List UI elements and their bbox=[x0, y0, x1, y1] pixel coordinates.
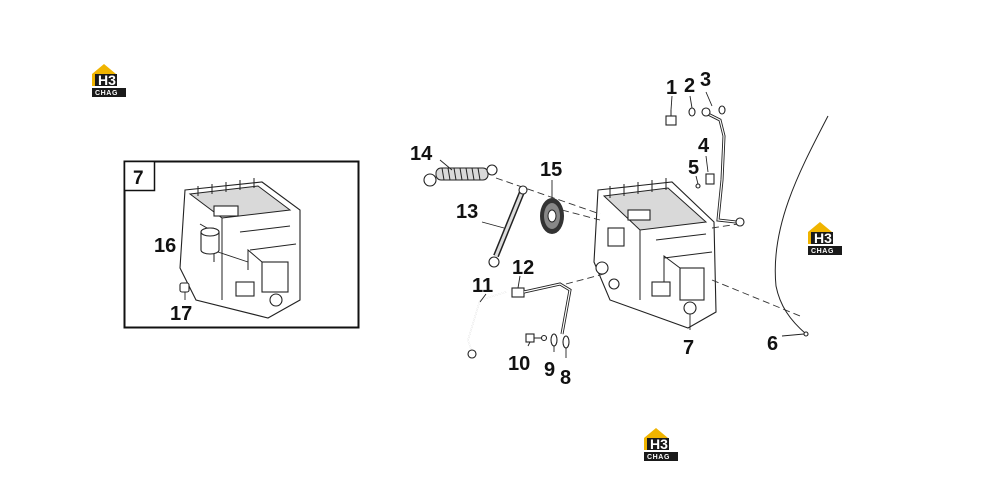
callout-labels: 1 2 3 4 5 6 7 8 9 10 11 12 13 14 15 16 1… bbox=[154, 69, 778, 389]
callout-1: 1 bbox=[666, 77, 677, 99]
leader-lines bbox=[439, 91, 805, 358]
part-14-hose bbox=[423, 164, 498, 187]
callout-2: 2 bbox=[684, 75, 695, 97]
callout-14: 14 bbox=[410, 143, 433, 165]
part-11-pipe bbox=[467, 291, 507, 359]
inset-detail-box: 7 bbox=[123, 160, 360, 329]
logo-mark: H3 bbox=[814, 230, 832, 246]
part-small-ring bbox=[540, 334, 548, 342]
callout-3: 3 bbox=[700, 69, 711, 91]
logo-text: CHAG bbox=[811, 248, 834, 255]
callout-6: 6 bbox=[767, 333, 778, 355]
inset-pump-illustration bbox=[179, 178, 301, 319]
logo-watermark-bottom: H3 CHAG bbox=[644, 428, 678, 461]
logo-mark: H3 bbox=[650, 436, 668, 452]
logo-text: CHAG bbox=[647, 454, 670, 461]
callout-13: 13 bbox=[456, 201, 478, 223]
inset-label: 7 bbox=[133, 168, 144, 189]
logo-mark: H3 bbox=[98, 72, 116, 88]
callout-9: 9 bbox=[544, 359, 555, 381]
part-16-filter bbox=[200, 227, 220, 255]
callout-8: 8 bbox=[560, 367, 571, 389]
callout-7: 7 bbox=[683, 337, 694, 359]
logo-watermark-top-left: H3 CHAG bbox=[92, 64, 126, 97]
part-8-washer bbox=[562, 335, 570, 349]
part-1-bolt bbox=[665, 110, 677, 126]
callout-11: 11 bbox=[472, 275, 493, 297]
part-13-rod bbox=[488, 185, 528, 268]
callout-15: 15 bbox=[540, 159, 562, 181]
callout-12: 12 bbox=[512, 257, 534, 279]
callout-17: 17 bbox=[170, 303, 192, 325]
callout-10: 10 bbox=[508, 353, 530, 375]
part-15-gear bbox=[540, 198, 564, 234]
part-10-bolt bbox=[525, 333, 542, 343]
callout-4: 4 bbox=[698, 135, 710, 157]
part-17-fitting bbox=[179, 282, 190, 293]
logo-watermark-right: H3 CHAG bbox=[808, 222, 842, 255]
callout-5: 5 bbox=[688, 157, 699, 179]
logo-text: CHAG bbox=[95, 90, 118, 97]
part-12-fitting-pipe bbox=[511, 282, 572, 335]
part-9-washer bbox=[550, 333, 558, 347]
part-3-fitting bbox=[718, 105, 726, 115]
callout-16: 16 bbox=[154, 235, 176, 257]
main-injection-pump bbox=[593, 178, 717, 329]
part-2-washer bbox=[688, 107, 696, 117]
part-4-pipe bbox=[701, 107, 745, 227]
